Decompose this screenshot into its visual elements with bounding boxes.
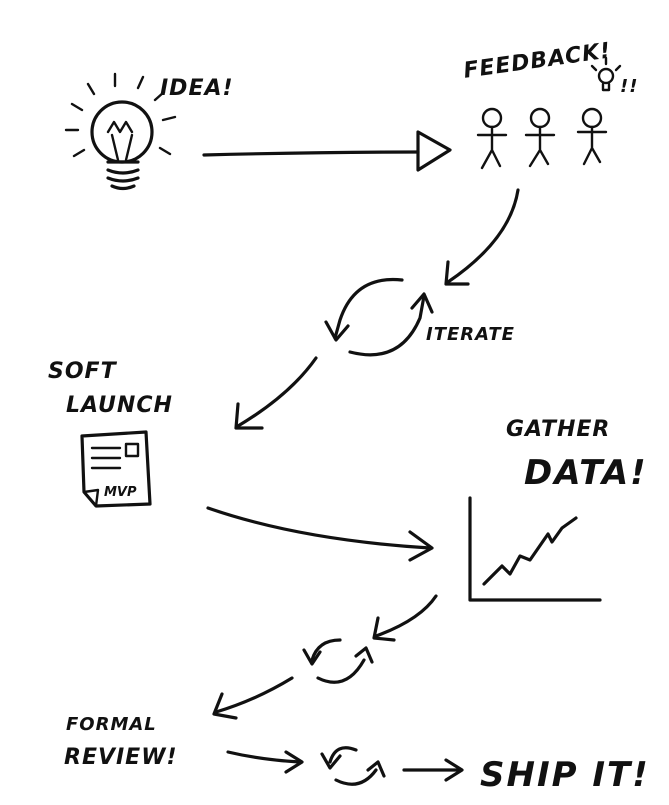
stick-figure-icon [576,56,622,166]
stick-figure-icon [524,107,556,168]
cycle-arrows-icon [324,277,434,357]
idea-label: IDEA! [160,76,234,101]
arrow-icon [226,750,304,774]
arrow-icon [212,676,294,720]
mvp-label: MVP [104,485,137,500]
feedback-label: FEEDBACK! [462,38,613,83]
arrow-icon [372,594,438,642]
document-icon: MVP [80,430,152,508]
iterate-label: ITERATE [426,324,515,345]
stick-figure-icon [476,107,508,170]
arrow-icon [444,188,520,286]
line-chart-icon [468,496,602,602]
gather-label: GATHER [506,417,610,442]
lightbulb-icon [64,72,177,191]
arrow-icon [206,506,434,562]
arrow-icon [202,130,452,172]
review-label: REVIEW! [64,745,178,770]
cycle-arrows-icon [320,746,386,786]
cycle-arrows-icon [302,638,374,684]
launch-label: LAUNCH [66,393,173,418]
data-label: DATA! [524,453,648,493]
ship-it-label: SHIP IT! [480,755,650,795]
exclaim-label: !! [620,76,638,97]
arrow-icon [234,356,318,430]
formal-label: FORMAL [66,714,157,735]
soft-label: SOFT [48,359,118,384]
arrow-icon [402,758,464,782]
